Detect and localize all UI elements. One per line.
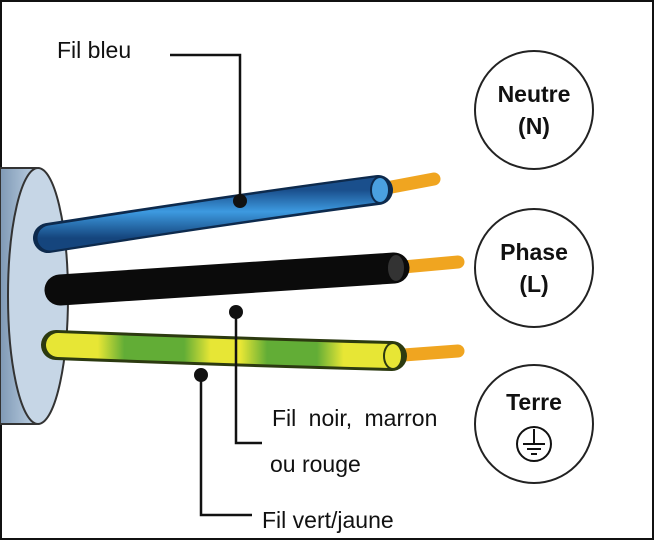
terminal-phase: Phase (L) [474, 208, 594, 328]
label-black-wire-line1: Fil noir, marron [272, 405, 438, 431]
ground-icon [516, 426, 552, 462]
terminal-phase-code: (L) [519, 271, 549, 297]
leader-dot-black [229, 305, 243, 319]
terminal-phase-name: Phase [500, 239, 568, 265]
terminal-earth-name: Terre [506, 389, 562, 415]
label-black-wire-line2: ou rouge [270, 451, 361, 477]
terminal-neutral-name: Neutre [497, 81, 571, 107]
terminal-earth: Terre [474, 364, 594, 484]
label-blue-wire: Fil bleu [57, 37, 132, 63]
label-green-yellow-wire: Fil vert/jaune [262, 507, 394, 533]
leader-line-green [199, 375, 252, 517]
terminal-neutral-code: (N) [518, 113, 550, 139]
terminal-neutral: Neutre (N) [474, 50, 594, 170]
leader-dot-blue [233, 194, 247, 208]
leader-dot-green [194, 368, 208, 382]
leader-line-blue [170, 53, 242, 200]
leader-line-black [234, 312, 262, 445]
black-wire [44, 252, 410, 306]
